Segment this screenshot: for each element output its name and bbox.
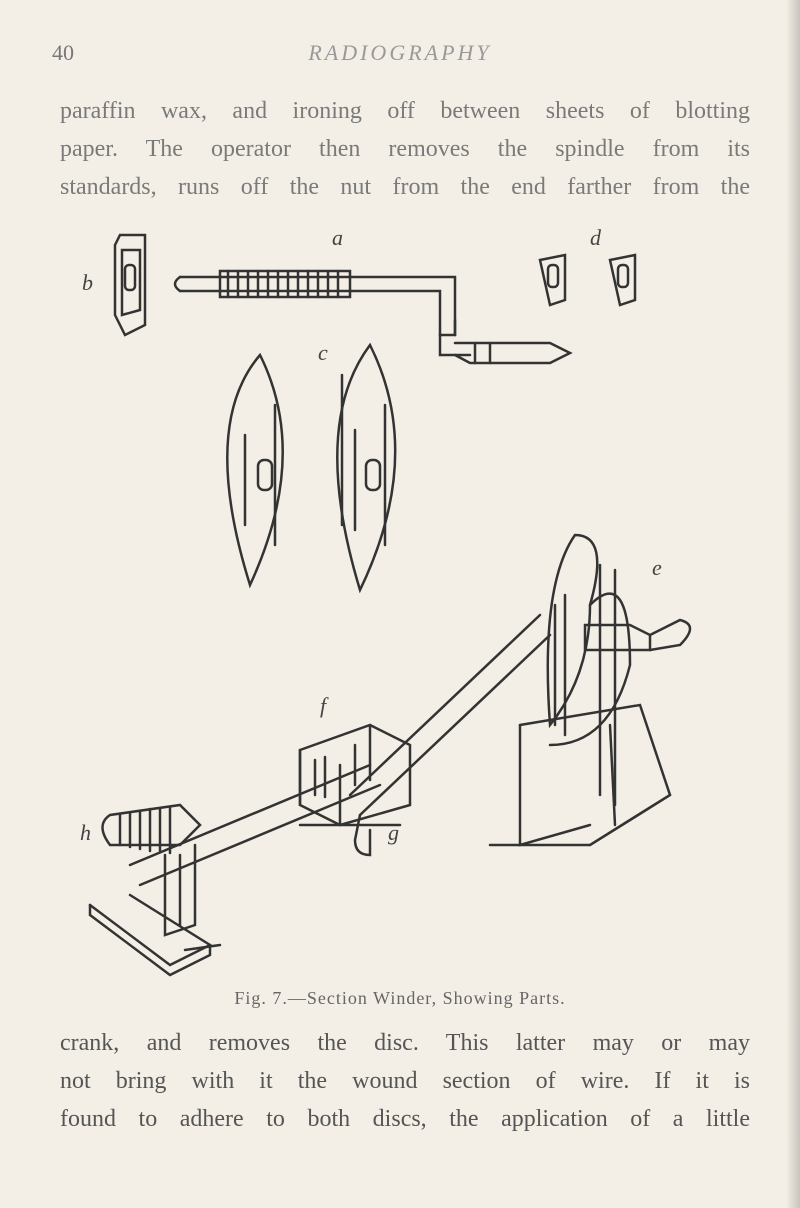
page-header: 40 RADIOGRAPHY (52, 40, 748, 80)
label-e: e (652, 555, 662, 580)
label-d: d (590, 225, 602, 250)
part-b-standard (113, 233, 147, 337)
winder-illustration: b a d c e f g h (80, 225, 692, 977)
label-g: g (388, 820, 399, 845)
text-line: paraffin wax, and ironing off between sh… (60, 98, 750, 124)
label-c: c (318, 340, 328, 365)
text-line: paper. The operator then removes the spi… (60, 136, 750, 162)
paragraph-top: paraffin wax, and ironing off between sh… (60, 92, 750, 206)
text-line: not bring with it the wound section of w… (60, 1068, 750, 1094)
figure-section-winder: b a d c e f g h (70, 205, 750, 985)
label-h: h (80, 820, 91, 845)
page-number: 40 (52, 40, 74, 65)
part-a-spindle (173, 269, 573, 365)
part-c-discs (226, 342, 397, 594)
label-f: f (320, 693, 329, 718)
page-edge-shadow (786, 0, 800, 1208)
part-f-rod (128, 613, 552, 887)
paragraph-bottom: crank, and removes the disc. This latter… (60, 1024, 750, 1138)
figure-caption: Fig. 7.—Section Winder, Showing Parts. (234, 988, 566, 1008)
text-line: crank, and removes the disc. This latter… (60, 1030, 750, 1056)
part-d-nuts (538, 253, 637, 307)
label-b: b (82, 270, 93, 295)
part-h-spool (88, 803, 222, 977)
running-title: RADIOGRAPHY (308, 40, 492, 65)
text-line: standards, runs off the nut from the end… (60, 174, 750, 200)
part-e-assembly (488, 533, 692, 847)
label-a: a (332, 225, 343, 250)
part-g-base (298, 723, 412, 857)
text-line: found to adhere to both discs, the appli… (60, 1106, 750, 1132)
